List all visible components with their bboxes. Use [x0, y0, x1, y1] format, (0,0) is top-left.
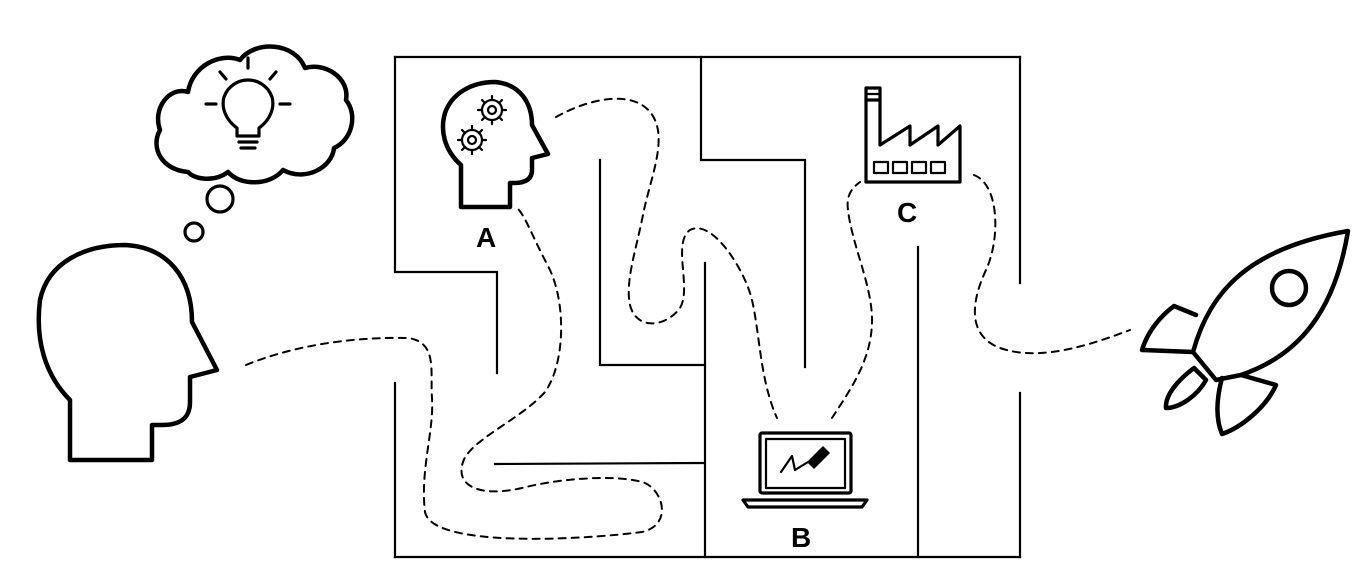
pen-icon [806, 445, 831, 470]
rocket-body [1190, 228, 1351, 383]
path-b-to-c [831, 181, 874, 419]
factory-icon [864, 86, 962, 184]
label-b: B [791, 522, 811, 553]
rocket-window [1269, 268, 1309, 308]
rocket-flame [1163, 365, 1209, 411]
path-head-to-maze [245, 205, 663, 540]
maze [393, 55, 1022, 559]
rocket-fin-bottom [1215, 372, 1279, 437]
journey-paths [245, 97, 1131, 540]
rocket-icon [1139, 228, 1351, 437]
rocket-fin-left [1139, 303, 1199, 355]
maze-wall-horizontal-lower [493, 461, 705, 466]
label-c: C [897, 197, 917, 228]
thinking-head-icon [36, 242, 220, 463]
path-a-to-b-dash [555, 97, 778, 419]
thought-bubbles [183, 184, 235, 243]
gear-small-icon [456, 124, 488, 156]
laptop-icon [741, 431, 869, 509]
maze-wall-u-shape [598, 158, 707, 367]
maze-wall-outer-left-top [393, 55, 499, 375]
gear-large-icon [476, 94, 508, 126]
head-gears-icon [440, 79, 551, 210]
thought-cloud-icon [154, 44, 355, 185]
thought-bubble-medium [205, 184, 235, 214]
pen-stroke-icon [779, 454, 810, 474]
thought-bubble-small [183, 221, 205, 243]
path-c-to-rocket [973, 174, 1131, 355]
label-a: A [476, 222, 496, 253]
lightbulb-icon [204, 56, 292, 150]
maze-wall-center-divider-top [699, 55, 807, 369]
